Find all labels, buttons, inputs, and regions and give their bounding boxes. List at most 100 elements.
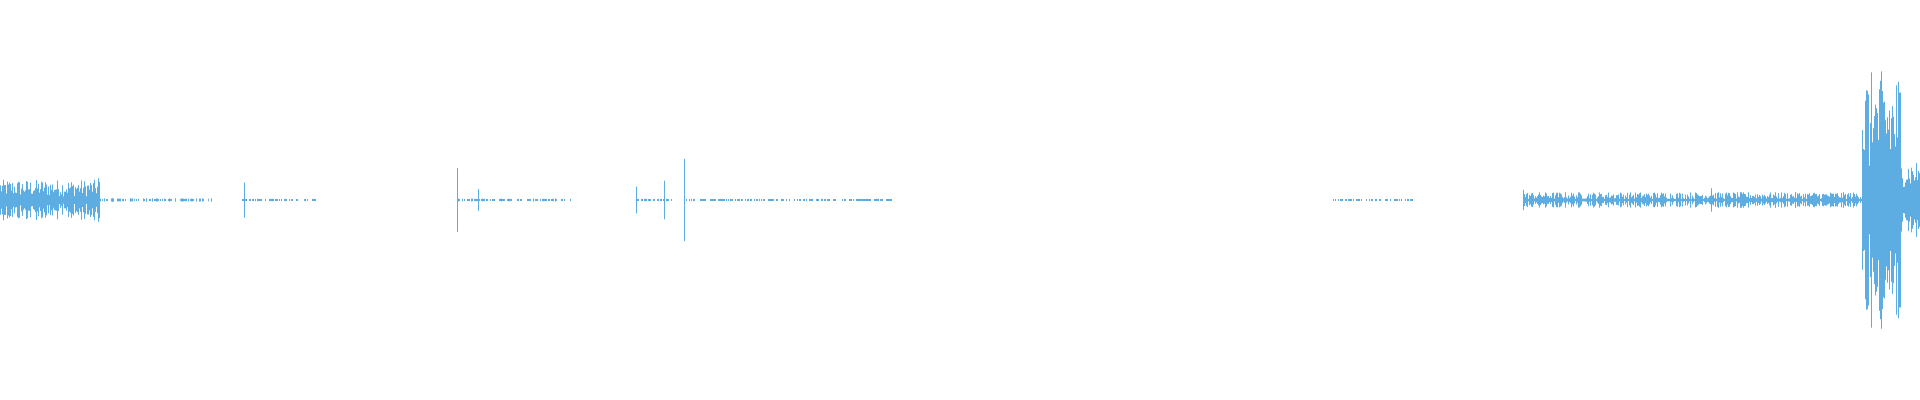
waveform-sample [1696,193,1697,207]
waveform-sample [551,199,552,201]
waveform-sample [1542,197,1543,203]
waveform-sample [856,199,857,201]
waveform-sample [1525,197,1526,203]
waveform-sample [1904,186,1905,214]
waveform-sample [193,199,194,201]
waveform-sample [1791,194,1792,206]
waveform-sample [120,198,121,202]
waveform-sample [185,198,186,202]
waveform-sample [868,199,869,201]
waveform-sample [864,199,865,201]
waveform-sample [1369,199,1370,201]
waveform-sample [1805,193,1806,207]
waveform-sample [1620,192,1621,208]
waveform-sample [134,198,135,202]
waveform-sample [1789,198,1790,202]
waveform-sample [654,199,655,201]
waveform-sample [1889,110,1890,290]
waveform-sample [1643,195,1644,205]
waveform-sample [1786,198,1787,202]
waveform-sample [1390,199,1391,201]
waveform-sample [1811,195,1812,205]
waveform-sample [118,198,119,202]
waveform-sample [1546,193,1547,207]
waveform-sample [1632,196,1633,204]
waveform-sample [882,199,883,201]
waveform-sample [1803,194,1804,206]
waveform-sample [106,199,107,201]
waveform-sample [1671,198,1672,202]
waveform-sample [469,199,470,202]
waveform-sample [281,199,282,201]
waveform-sample [866,198,867,202]
waveform-sample [493,199,494,201]
waveform-sample [1341,199,1342,202]
waveform-sample [1358,199,1359,201]
waveform-sample [52,184,53,216]
waveform-sample [246,199,247,201]
waveform-sample [750,199,751,201]
waveform-sample [881,199,882,201]
waveform-sample [1882,91,1883,310]
waveform-sample [27,181,28,219]
waveform-sample [878,198,879,202]
waveform-sample [1375,199,1376,202]
waveform-sample [1835,193,1836,207]
waveform-sample [1664,196,1665,204]
waveform-sample [90,182,91,218]
waveform-sample [783,199,784,201]
waveform-sample [32,193,33,207]
waveform-sample [1580,193,1581,207]
waveform-sample [1655,194,1656,206]
waveform-sample [1579,192,1580,208]
waveform-sample [1387,199,1388,201]
waveform-sample [291,199,292,201]
waveform-sample [484,198,485,202]
waveform-peak [1523,189,1524,211]
waveform-sample [862,199,863,201]
waveform-sample [1800,196,1801,204]
waveform-sample [1544,196,1545,204]
waveform-sample [1846,199,1847,202]
waveform-sample [1589,198,1590,202]
waveform-sample [1751,198,1752,202]
waveform-sample [1851,198,1852,202]
waveform-sample [877,199,878,201]
waveform-sample [1733,192,1734,208]
waveform-sample [508,198,509,202]
waveform-sample [2,185,3,215]
waveform-sample [1565,192,1566,208]
waveform-sample [710,199,711,201]
waveform-sample [844,199,845,201]
waveform-sample [1575,198,1576,202]
waveform-sample [1596,199,1597,201]
waveform-sample [314,199,315,201]
waveform-sample [1598,196,1599,204]
waveform-sample [117,198,118,202]
waveform-sample [1656,197,1657,203]
waveform-sample [1857,195,1858,205]
waveform-sample [154,199,155,201]
waveform-sample [1864,149,1865,250]
waveform-sample [24,191,25,209]
waveform-sample [1873,128,1874,272]
waveform-sample [642,198,643,201]
waveform-sample [1538,194,1539,206]
waveform-sample [1826,194,1827,206]
waveform-sample [1610,197,1611,203]
waveform-sample [1666,197,1667,203]
waveform-sample [1836,193,1837,207]
waveform-sample [794,199,795,201]
waveform-sample [1884,101,1885,299]
waveform-sample [773,199,774,201]
waveform-sample [660,198,661,202]
waveform-sample [60,192,61,208]
waveform-sample [1371,199,1372,201]
waveform-sample [533,198,534,202]
waveform-sample [1739,197,1740,203]
waveform-sample [1537,196,1538,204]
waveform-sample [865,199,866,201]
waveform-sample [1342,199,1343,201]
waveform-sample [1694,198,1695,202]
